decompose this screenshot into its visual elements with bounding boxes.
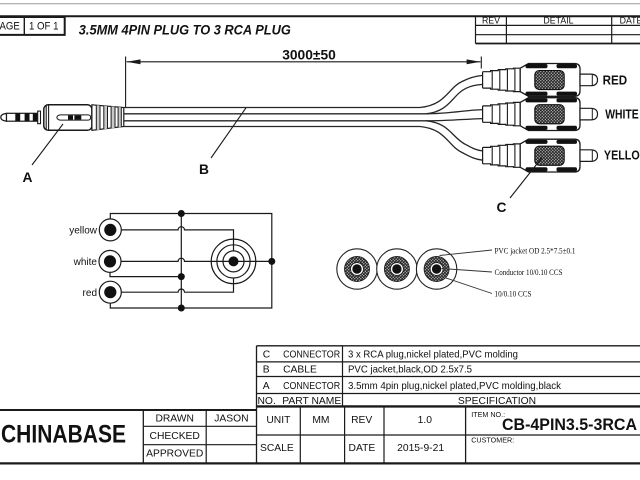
svg-text:CHECKED: CHECKED [150, 431, 200, 442]
svg-text:CHINABASE: CHINABASE [1, 420, 126, 448]
svg-text:PART NAME: PART NAME [282, 396, 341, 407]
svg-text:DRAWN: DRAWN [155, 414, 194, 425]
svg-text:3.5mm 4pin plug,nickel plated,: 3.5mm 4pin plug,nickel plated,PVC moldin… [348, 381, 562, 392]
svg-text:CUSTOMER:: CUSTOMER: [471, 436, 514, 445]
svg-text:CONNECTOR: CONNECTOR [283, 349, 340, 360]
svg-text:CONNECTOR: CONNECTOR [283, 381, 340, 392]
svg-text:white: white [73, 257, 98, 268]
svg-text:MM: MM [312, 415, 329, 426]
svg-text:1 OF 1: 1 OF 1 [29, 21, 59, 33]
svg-text:C: C [263, 349, 271, 360]
svg-text:PAGE: PAGE [0, 21, 20, 33]
svg-text:SPECIFICATION: SPECIFICATION [458, 396, 536, 407]
svg-text:2015-9-21: 2015-9-21 [397, 443, 444, 454]
svg-text:B: B [199, 162, 209, 177]
svg-text:REV: REV [482, 16, 500, 26]
svg-text:B: B [263, 365, 270, 376]
svg-text:NO.: NO. [258, 396, 276, 407]
svg-text:RED: RED [603, 73, 628, 87]
svg-text:PVC jacket OD 2.5*7.5±0.1: PVC jacket OD 2.5*7.5±0.1 [495, 245, 576, 255]
svg-text:yellow: yellow [69, 225, 98, 236]
svg-text:red: red [83, 288, 97, 299]
svg-text:3 x RCA plug,nickel plated,PVC: 3 x RCA plug,nickel plated,PVC molding [348, 349, 518, 360]
svg-text:CB-4PIN3.5-3RCA: CB-4PIN3.5-3RCA [502, 416, 637, 434]
svg-text:DATE: DATE [349, 443, 376, 454]
svg-text:YELLOW: YELLOW [604, 148, 640, 162]
svg-text:A: A [23, 170, 33, 185]
svg-text:10/0.10 CCS: 10/0.10 CCS [495, 288, 532, 298]
svg-text:UNIT: UNIT [266, 415, 291, 426]
svg-text:SCALE: SCALE [260, 443, 294, 454]
svg-text:DETAIL: DETAIL [543, 16, 573, 26]
svg-text:APPROVED: APPROVED [146, 448, 203, 459]
svg-text:PVC jacket,black,OD 2.5x7.5: PVC jacket,black,OD 2.5x7.5 [348, 365, 472, 376]
svg-text:DATE: DATE [620, 16, 640, 26]
svg-text:CABLE: CABLE [283, 365, 317, 376]
svg-text:Conductor 10/0.10 CCS: Conductor 10/0.10 CCS [495, 267, 563, 277]
svg-text:ITEM NO.:: ITEM NO.: [471, 410, 505, 419]
svg-text:3000±50: 3000±50 [282, 48, 336, 63]
svg-text:C: C [497, 200, 507, 215]
svg-text:WHITE: WHITE [605, 108, 639, 122]
svg-text:1.0: 1.0 [418, 415, 433, 426]
svg-text:REV: REV [351, 415, 372, 426]
svg-text:3.5MM 4PIN PLUG TO 3 RCA PLUG: 3.5MM 4PIN PLUG TO 3 RCA PLUG [79, 22, 291, 37]
svg-text:A: A [263, 381, 270, 392]
svg-text:JASON: JASON [214, 414, 248, 425]
